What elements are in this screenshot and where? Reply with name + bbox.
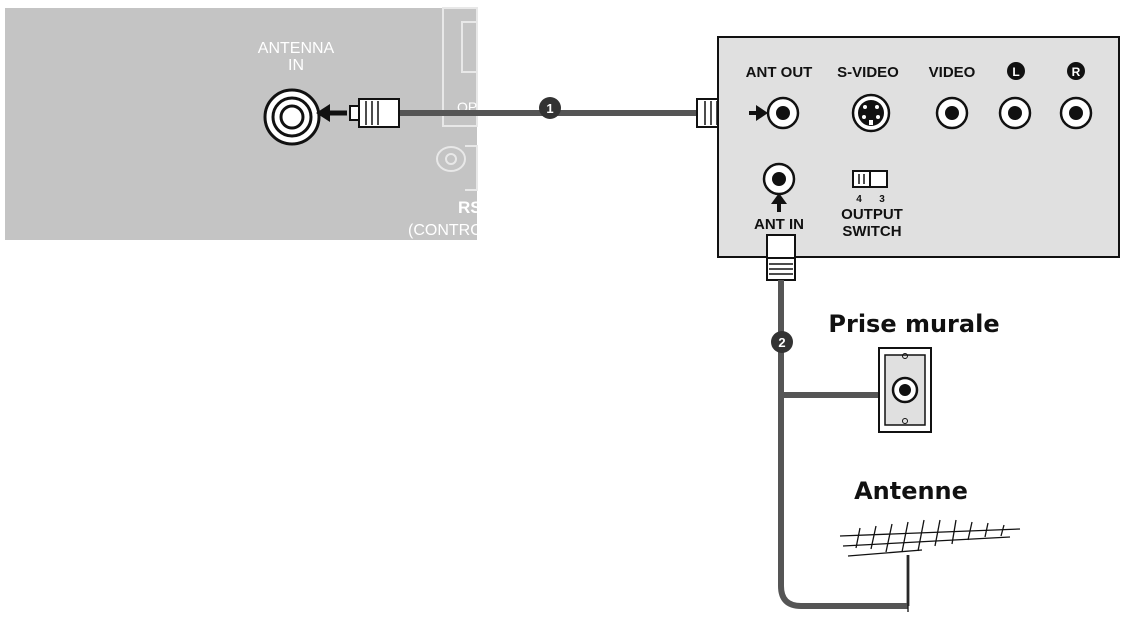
rs232-screw-icon: [436, 146, 466, 172]
tv-back-panel: OP RS (CONTRO ANTENNA IN: [5, 7, 483, 240]
audio-right-label: R: [1072, 65, 1081, 79]
antenna-in-label-line2: IN: [288, 57, 304, 74]
ant-in-jack-icon: [762, 162, 796, 196]
arrow-right-icon: [756, 105, 768, 121]
rf-connector-icon-ant-in: [766, 234, 796, 281]
step-marker-2-number: 2: [778, 335, 785, 350]
output-switch-label-line1: OUTPUT: [841, 206, 903, 223]
cable-1: [316, 98, 747, 128]
rf-connector-icon-tv-side: [349, 98, 400, 128]
tv-partial-label-rs: RS: [458, 198, 482, 217]
step-marker-1: 1: [539, 97, 561, 119]
ant-out-jack-icon: [766, 96, 800, 130]
antenna-in-jack-icon: [263, 88, 321, 146]
wall-outlet-label: Prise murale: [828, 310, 999, 338]
video-jack-icon: [935, 96, 969, 130]
output-switch-label-line2: SWITCH: [842, 223, 901, 240]
antenna-label: Antenne: [854, 477, 968, 505]
switch-number-4: 4: [856, 194, 862, 205]
antenna-icon: [839, 519, 1021, 612]
audio-left-jack-icon: [998, 96, 1032, 130]
tv-partial-label-control: (CONTRO: [408, 222, 483, 239]
ant-out-label: ANT OUT: [746, 64, 813, 81]
ant-in-label: ANT IN: [754, 216, 804, 233]
s-video-label: S-VIDEO: [837, 64, 899, 81]
vcr-back-panel: ANT OUT S-VIDEO VIDEO L R: [717, 36, 1120, 258]
wall-outlet-icon: [878, 347, 932, 433]
audio-left-badge-icon: L: [1007, 62, 1025, 80]
audio-right-badge-icon: R: [1067, 62, 1085, 80]
step-marker-1-number: 1: [546, 101, 553, 116]
arrow-up-icon: [771, 193, 787, 204]
rs232-port-icon: [465, 145, 478, 191]
video-label: VIDEO: [929, 64, 976, 81]
s-video-jack-icon: [851, 93, 891, 133]
audio-right-jack-icon: [1059, 96, 1093, 130]
output-switch-icon: [852, 170, 888, 188]
step-marker-2: 2: [771, 331, 793, 353]
audio-left-label: L: [1012, 65, 1019, 79]
antenna-in-label-line1: ANTENNA: [258, 40, 335, 57]
arrow-left-icon: [316, 104, 330, 122]
switch-number-3: 3: [879, 194, 885, 205]
